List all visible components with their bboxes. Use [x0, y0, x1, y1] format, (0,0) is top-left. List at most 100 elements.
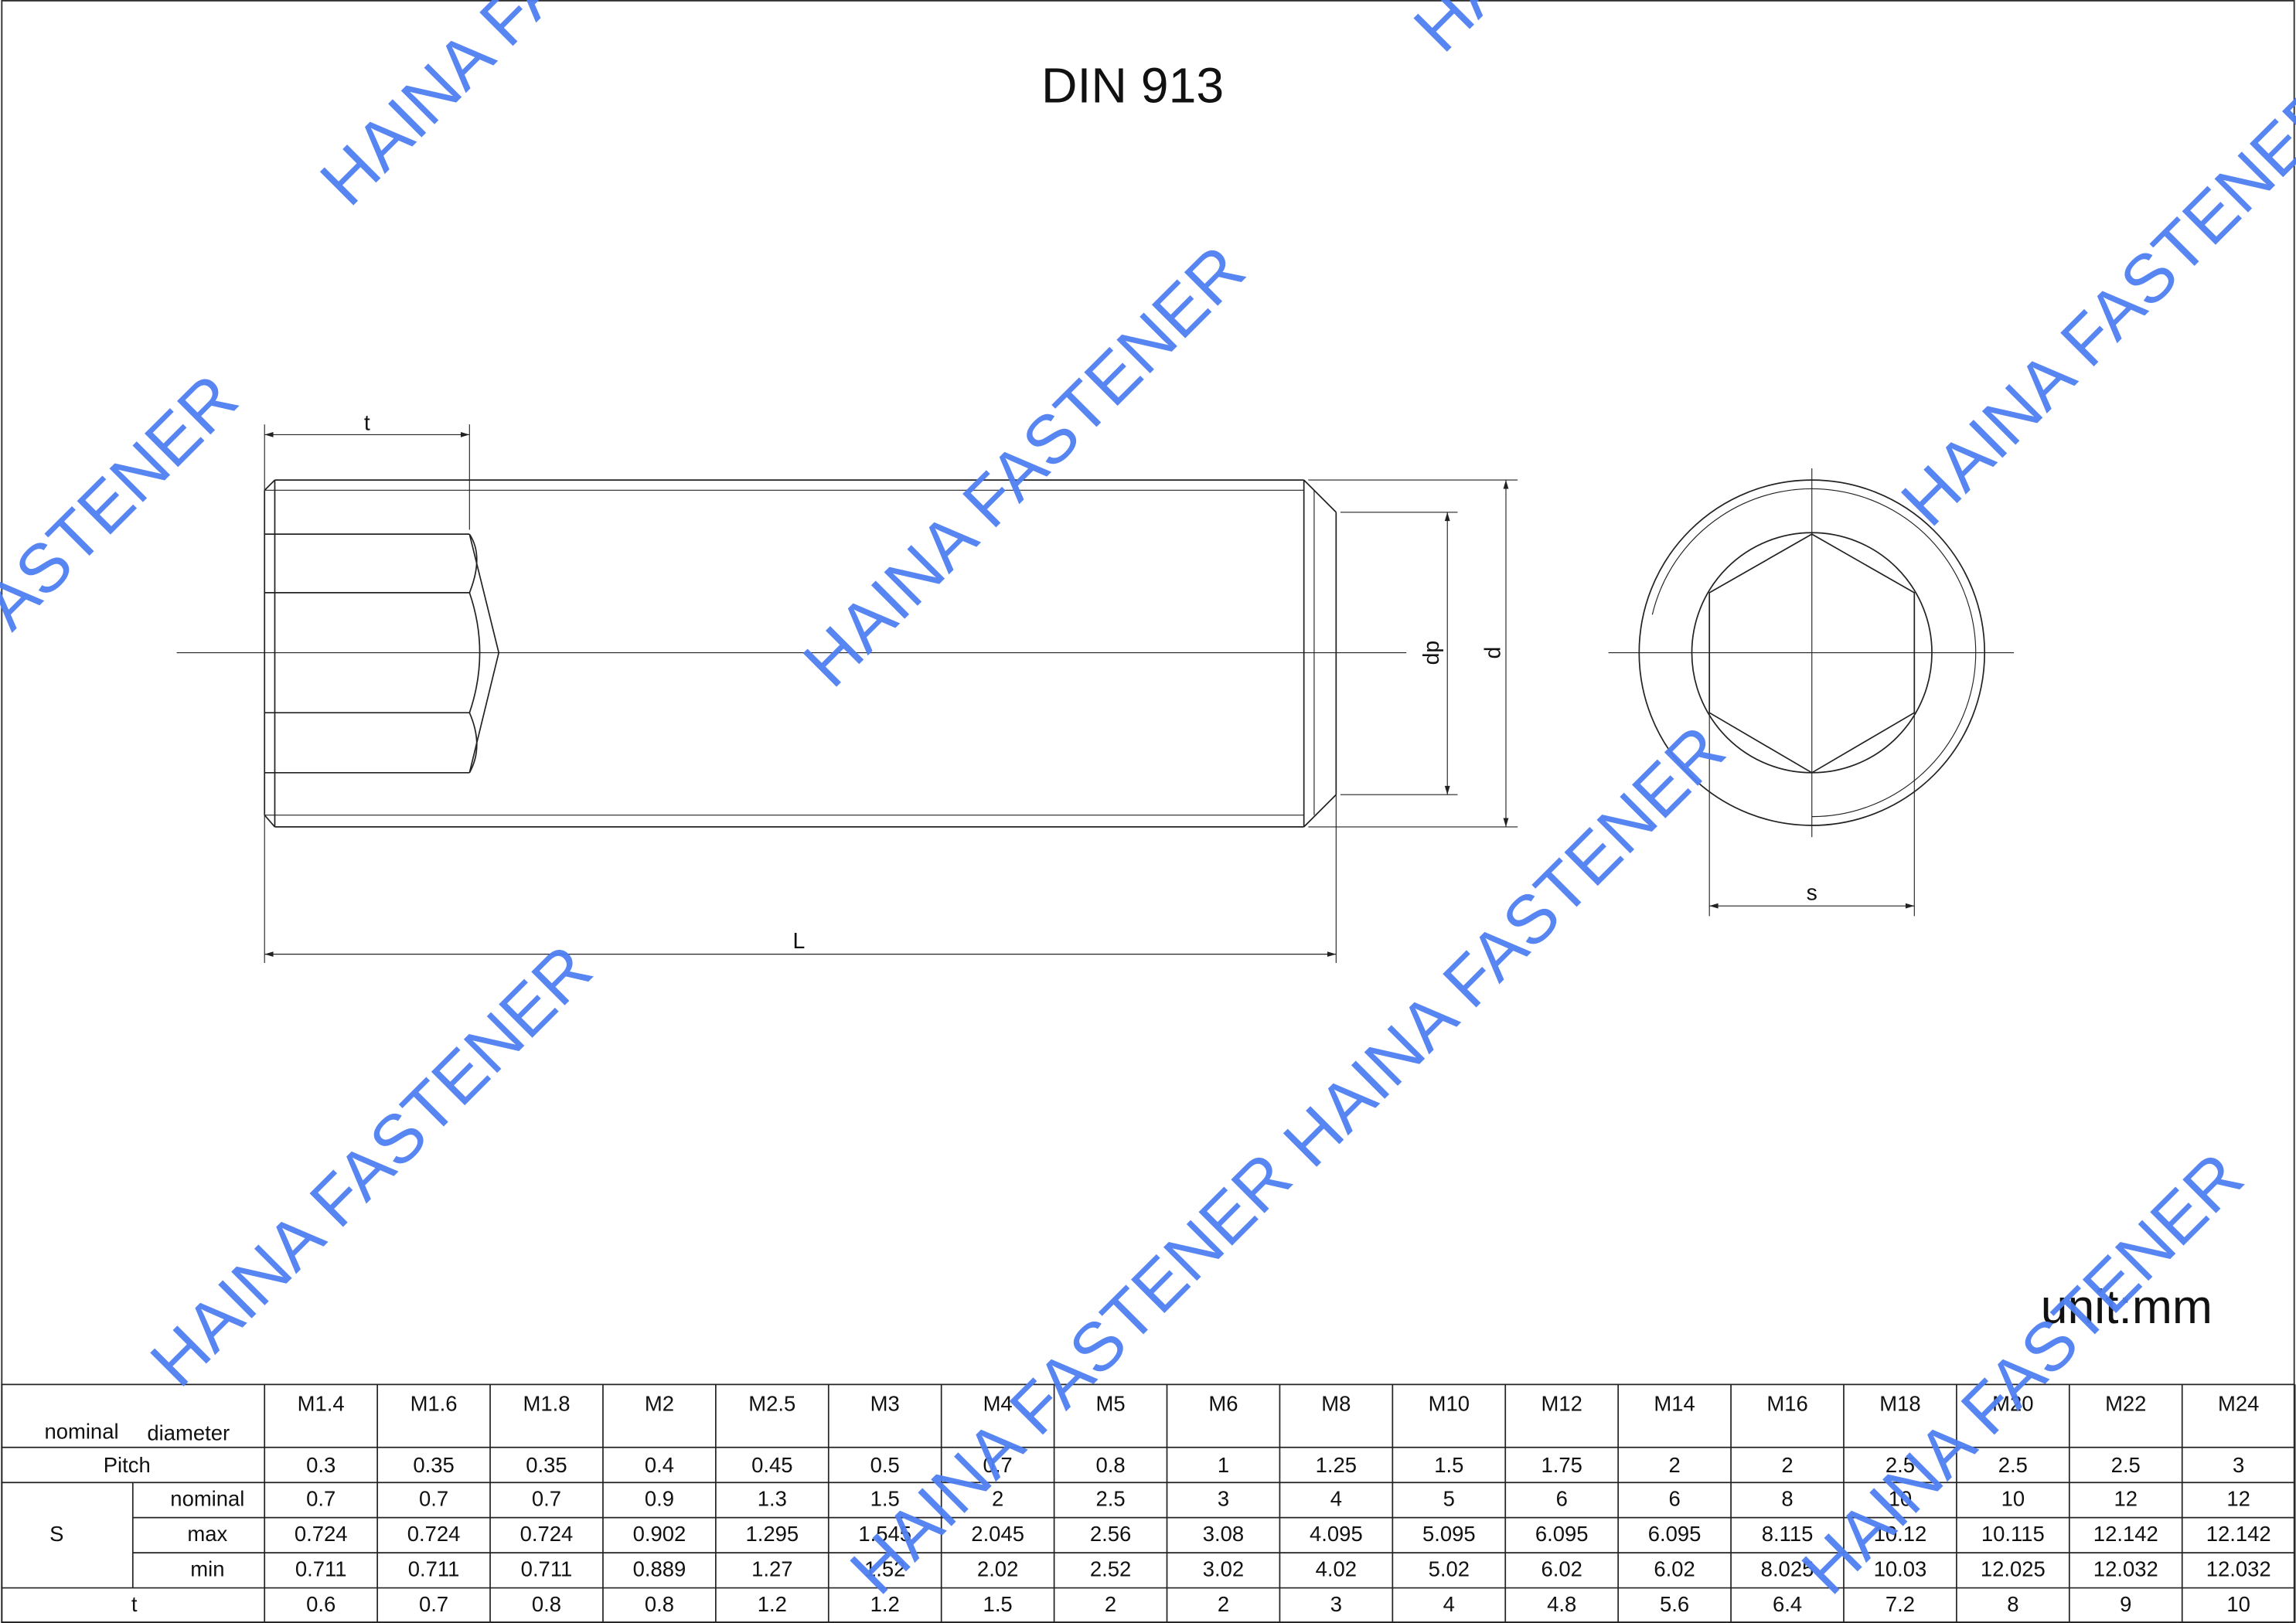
table-cell-pitch: 3 — [2233, 1453, 2244, 1477]
table-cell-t: 5.6 — [1660, 1592, 1689, 1616]
table-cell-sizes: M6 — [1208, 1391, 1238, 1415]
table-cell-sizes: M2 — [645, 1391, 674, 1415]
table-cell-pitch: 0.35 — [526, 1453, 567, 1477]
table-cell-s-max: 12.142 — [2206, 1522, 2271, 1546]
table-cell-s-max: 1.545 — [858, 1522, 911, 1546]
row-label-t: t — [131, 1592, 138, 1616]
table-cell-s-max: 2.045 — [971, 1522, 1024, 1546]
table-cell-s-max: 6.095 — [1535, 1522, 1589, 1546]
table-cell-pitch: 0.5 — [870, 1453, 900, 1477]
header-label-diameter: diameter — [147, 1421, 230, 1444]
table-cell-pitch: 1.5 — [1434, 1453, 1463, 1477]
table-cell-pitch: 1.75 — [1541, 1453, 1582, 1477]
table-cell-s-max: 6.095 — [1648, 1522, 1702, 1546]
table-cell-s-max: 12.142 — [2093, 1522, 2158, 1546]
table-cell-t: 3 — [1330, 1592, 1342, 1616]
table-cell-t: 0.8 — [532, 1592, 561, 1616]
row-label-pitch: Pitch — [104, 1453, 151, 1477]
table-cell-t: 6.4 — [1773, 1592, 1802, 1616]
table-cell-sizes: M18 — [1879, 1391, 1920, 1415]
table-cell-s-max: 10.115 — [1981, 1522, 2045, 1546]
table-cell-sizes: M5 — [1095, 1391, 1125, 1415]
table-cell-t: 0.6 — [306, 1592, 336, 1616]
table-cell-s-max: 1.295 — [745, 1522, 799, 1546]
table-cell-s-max: 0.724 — [520, 1522, 574, 1546]
table-cell-pitch: 0.35 — [413, 1453, 454, 1477]
row-label-s-min: min — [190, 1557, 224, 1580]
table-cell-s-max: 2.56 — [1090, 1522, 1131, 1546]
table-cell-s-max: 10.12 — [1874, 1522, 1927, 1546]
table-cell-s-max: 4.095 — [1310, 1522, 1363, 1546]
header-label-nominal: nominal — [44, 1419, 118, 1443]
table-cell-s-nominal: 6 — [1668, 1487, 1680, 1511]
table-cell-s-min: 8.025 — [1761, 1557, 1814, 1580]
watermark-text: HAINA FASTENER — [0, 359, 252, 830]
table-cell-s-nominal: 10 — [1889, 1487, 1913, 1511]
table-cell-sizes: M8 — [1321, 1391, 1351, 1415]
table-cell-s-min: 1.52 — [864, 1557, 905, 1580]
table-cell-sizes: M1.4 — [298, 1391, 345, 1415]
dim-label-L: L — [792, 929, 805, 954]
table-cell-t: 2 — [1218, 1592, 1229, 1616]
table-cell-t: 4.8 — [1547, 1592, 1576, 1616]
table-cell-s-nominal: 10 — [2001, 1487, 2025, 1511]
table-cell-s-nominal: 6 — [1556, 1487, 1568, 1511]
table-cell-s-nominal: 8 — [1781, 1487, 1793, 1511]
table-cell-sizes: M12 — [1541, 1391, 1582, 1415]
table-cell-sizes: M14 — [1654, 1391, 1695, 1415]
table-cell-s-max: 8.115 — [1762, 1522, 1814, 1546]
side-view: t L dp d — [176, 411, 1518, 963]
table-cell-s-min: 12.032 — [2206, 1557, 2271, 1580]
watermark-text: HAINA FASTENER — [1398, 0, 1869, 66]
table-cell-sizes: M2.5 — [748, 1391, 795, 1415]
row-label-s-nominal: nominal — [170, 1487, 244, 1511]
table-cell-pitch: 2.5 — [2111, 1453, 2141, 1477]
table-cell-s-nominal: 0.7 — [532, 1487, 561, 1511]
table-cell-sizes: M16 — [1766, 1391, 1807, 1415]
table-cell-s-min: 1.27 — [751, 1557, 792, 1580]
table-cell-sizes: M20 — [1992, 1391, 2033, 1415]
table-cell-pitch: 0.4 — [645, 1453, 674, 1477]
table-cell-pitch: 0.45 — [751, 1453, 792, 1477]
dimension-table: nominal diameter Pitch S nominal max min… — [1, 1383, 2296, 1623]
table-cell-s-max: 0.724 — [407, 1522, 461, 1546]
table-cell-pitch: 2.5 — [1998, 1453, 2028, 1477]
table-cell-t: 10 — [2226, 1592, 2250, 1616]
watermark-text: HAINA FASTENER — [1269, 710, 1739, 1181]
table-cell-s-max: 3.08 — [1203, 1522, 1244, 1546]
table-cell-s-min: 4.02 — [1316, 1557, 1357, 1580]
watermark-text: HAINA FASTENER — [135, 930, 606, 1400]
watermark-text: HAINA FASTENER — [789, 230, 1259, 701]
table-cell-s-nominal: 12 — [2226, 1487, 2250, 1511]
table-cell-s-max: 0.724 — [295, 1522, 348, 1546]
table-cell-s-min: 0.711 — [295, 1557, 347, 1580]
table-cell-t: 1.5 — [983, 1592, 1013, 1616]
table-cell-t: 9 — [2120, 1592, 2131, 1616]
table-cell-s-nominal: 0.7 — [306, 1487, 336, 1511]
table-cell-t: 1.2 — [758, 1592, 787, 1616]
table-cell-s-nominal: 12 — [2114, 1487, 2138, 1511]
dim-label-dp: dp — [1419, 641, 1444, 665]
table-cell-t: 0.8 — [645, 1592, 674, 1616]
watermark-text: HAINA FASTENER — [305, 0, 776, 219]
table-cell-sizes: M1.8 — [523, 1391, 570, 1415]
unit-label: unit:mm — [2041, 1280, 2213, 1334]
table-cell-pitch: 1 — [1218, 1453, 1229, 1477]
table-cell-t: 8 — [2007, 1592, 2018, 1616]
table-cell-s-min: 6.02 — [1654, 1557, 1695, 1580]
table-cell-sizes: M10 — [1429, 1391, 1470, 1415]
table-cell-sizes: M1.6 — [410, 1391, 458, 1415]
table-cell-pitch: 2 — [1781, 1453, 1793, 1477]
table-cell-s-nominal: 5 — [1443, 1487, 1455, 1511]
row-label-s-max: max — [187, 1522, 227, 1546]
table-cell-t: 4 — [1443, 1592, 1455, 1616]
table-cell-t: 7.2 — [1886, 1592, 1915, 1616]
table-cell-s-nominal: 4 — [1330, 1487, 1342, 1511]
row-label-s: S — [49, 1522, 63, 1546]
table-cell-s-nominal: 2.5 — [1095, 1487, 1125, 1511]
table-cell-pitch: 1.25 — [1316, 1453, 1357, 1477]
dim-label-t: t — [364, 411, 370, 436]
table-cell-sizes: M22 — [2105, 1391, 2146, 1415]
